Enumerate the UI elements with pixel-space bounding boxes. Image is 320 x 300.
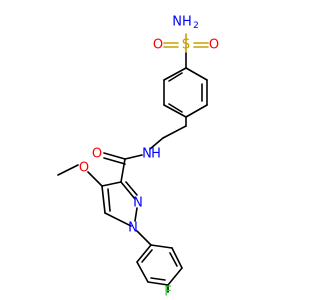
atom-label-sulfonyl-o-right: O xyxy=(209,38,219,53)
bond-pz-n2-n1 xyxy=(134,207,138,222)
bond-ring1-f xyxy=(163,67,187,81)
bond-ring1-d xyxy=(163,104,187,118)
atom-label-nh2: NH xyxy=(172,15,192,30)
atom-label-nh2-subscript: 2 xyxy=(193,21,199,31)
atom-labels: NH 2 S O O N H O O N N F xyxy=(79,15,219,300)
bond-c4-o xyxy=(87,171,103,187)
bond-nh-c xyxy=(124,154,143,160)
bond-ring1-double-2 xyxy=(168,103,183,113)
atom-label-pyrazole-n1: N xyxy=(128,221,138,236)
atom-label-amide-h: H xyxy=(151,147,161,162)
bond-pz-c5-c4-double xyxy=(107,188,111,212)
atom-label-sulfur: S xyxy=(182,38,190,53)
bond-ring2-double-1 xyxy=(169,252,178,267)
bond-ring1-c xyxy=(185,104,208,118)
bond-o-ch3 xyxy=(57,164,79,176)
bond-c-pyrazole xyxy=(120,158,126,183)
bond-co-a xyxy=(103,152,126,160)
bond-ring2-double-2 xyxy=(150,277,166,281)
molecule-structure-diagram: NH 2 S O O N H O O N N F xyxy=(57,15,219,300)
bond-ring2-e xyxy=(136,261,149,283)
bond-ch2-ch2 xyxy=(162,125,187,139)
bond-ring2-double-3 xyxy=(141,249,153,263)
bond-ring2-c xyxy=(167,267,183,286)
bond-n1-aryl xyxy=(136,230,152,246)
bond-pz-c3-n2-double xyxy=(125,181,138,196)
atom-label-pyrazole-n2: N xyxy=(133,196,143,211)
bond-ring1-double-3 xyxy=(168,72,183,82)
atom-label-carbonyl-o: O xyxy=(92,147,102,162)
bond-pz-c5-c4 xyxy=(101,185,106,214)
bond-co-b xyxy=(103,157,126,165)
bond-pz-c4-c3 xyxy=(101,181,122,187)
atom-label-methoxy-o: O xyxy=(79,161,89,176)
bond-pz-c3-n2 xyxy=(120,181,136,200)
bond-ring2-d xyxy=(147,281,169,286)
atom-label-fluorine: F xyxy=(164,285,171,300)
bond-ring2-f xyxy=(136,244,152,263)
bond-ring1-a xyxy=(185,67,208,81)
bonds xyxy=(57,33,209,293)
atom-label-amide-n: N xyxy=(142,147,152,162)
bond-ch2-nh xyxy=(149,137,164,150)
bond-ring2-b xyxy=(171,247,183,269)
atom-label-sulfonyl-o-left: O xyxy=(153,38,163,53)
bond-ring2-a xyxy=(150,244,173,249)
bond-pz-n1-c5 xyxy=(104,212,132,227)
